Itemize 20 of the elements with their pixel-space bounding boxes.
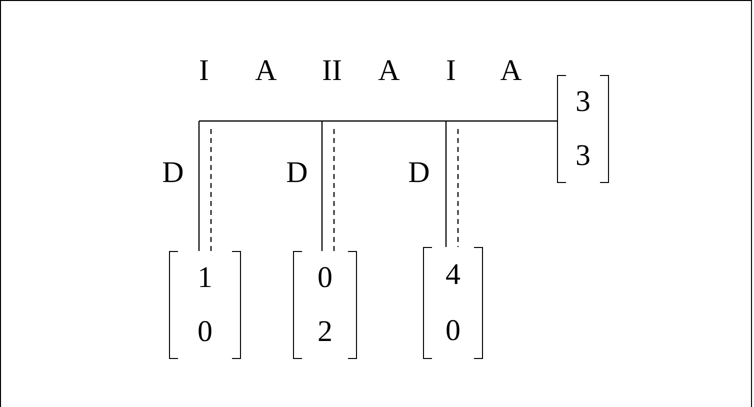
payoff-value: 0 xyxy=(198,315,212,349)
payoff-value: 0 xyxy=(446,314,460,348)
branch-line xyxy=(445,121,447,247)
branch-line xyxy=(198,121,200,251)
payoff-value: 0 xyxy=(318,261,332,295)
payoff-value: 4 xyxy=(446,258,460,292)
dashed-line xyxy=(333,129,335,251)
payoff-value: 3 xyxy=(576,139,590,173)
branch-line xyxy=(321,121,323,251)
branch-line xyxy=(446,120,557,122)
player-label: II xyxy=(322,53,342,89)
branch-line xyxy=(199,120,322,122)
branch-line xyxy=(322,120,446,122)
dashed-line xyxy=(210,129,212,251)
payoff-value: 3 xyxy=(576,85,590,119)
dashed-line xyxy=(457,129,459,247)
payoff-value: 1 xyxy=(198,261,212,295)
player-label: I xyxy=(199,53,209,89)
player-label: I xyxy=(446,53,456,89)
payoff-value: 2 xyxy=(318,315,332,349)
